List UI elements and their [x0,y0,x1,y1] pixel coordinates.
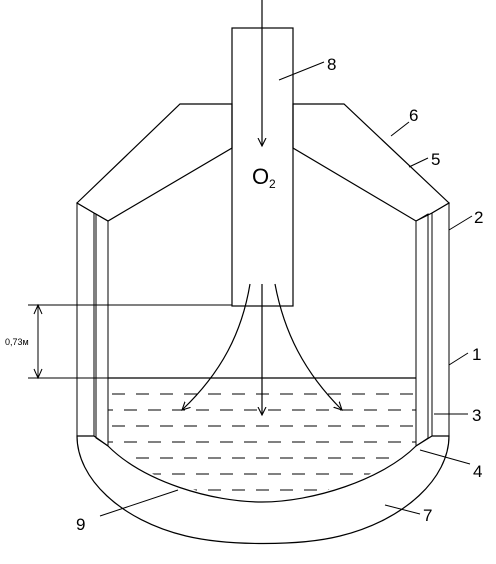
gas-label: O 2 [252,164,276,191]
label-4: 4 [473,462,482,481]
part-labels: 8 6 5 2 1 3 4 7 9 [76,55,483,534]
dimension-label: 0,73м [5,337,29,347]
melt-bath [108,377,416,491]
label-2: 2 [474,208,483,227]
label-9: 9 [76,515,85,534]
label-3: 3 [472,406,481,425]
leader-lines [99,61,473,517]
bottom-shell [76,435,450,545]
label-6: 6 [409,106,418,125]
label-7: 7 [423,506,432,525]
label-8: 8 [327,55,336,74]
dimension-marker: 0,73м [5,303,232,380]
label-5: 5 [431,150,440,169]
outer-wall [76,202,450,437]
label-1: 1 [472,345,481,364]
conical-top [76,103,450,222]
jet-arrows [182,283,342,415]
gas-subscript: 2 [269,177,276,191]
gas-formula: O [252,164,269,189]
